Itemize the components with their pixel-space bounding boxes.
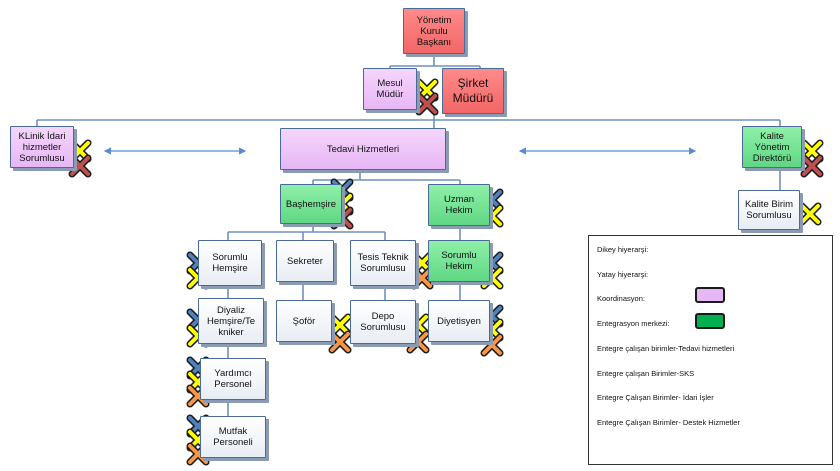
node-label-line: Diyaliz: [217, 304, 245, 316]
node-label-line: Müdürü: [452, 91, 494, 105]
node-label-line: Hekim: [445, 205, 473, 216]
node-label-line: Kalite Birim: [744, 199, 794, 210]
legend-koordinasyon-label: Koordinasyon:: [597, 294, 645, 303]
x-marker-sks: [328, 313, 352, 337]
node-label-line: Sekreter: [287, 255, 323, 267]
node-label-line: Müdür: [376, 89, 404, 100]
node-label-line: kniker: [218, 326, 244, 338]
node-label-line: Hekim: [445, 261, 473, 272]
node-label-line: Tesis Teknik: [357, 252, 409, 263]
node-label-line: Kalite: [760, 130, 784, 142]
node-diyetisyen: Diyetisyen: [428, 300, 490, 342]
node-label-line: Mutfak: [218, 426, 248, 437]
legend-idari-label: Entegre Çalışan Birimler- İdari İşler: [597, 393, 714, 402]
node-label-line: Mesul: [377, 78, 403, 89]
node-label-line: Hemşire/Te: [206, 315, 256, 327]
node-label-line: hizmetler: [22, 141, 62, 153]
x-marker-destek: [328, 330, 352, 354]
node-label-line: Sorumlu: [441, 250, 477, 261]
legend-tedavi-label: Entegre çalışan birimler-Tedavi hizmetle…: [597, 344, 735, 353]
node-label-line: Sorumlu: [212, 252, 248, 263]
legend-sks-label: Entegre çalışan Birimler-SKS: [597, 369, 695, 378]
node-label-line: Başkanı: [416, 36, 452, 48]
node-bashemsire: Başhemşire: [280, 184, 342, 224]
node-tedavi: Tedavi Hizmetleri: [280, 128, 446, 170]
x-marker-idari: [800, 154, 824, 178]
node-label-line: Yardımcı: [214, 368, 252, 379]
node-label-line: Sorumlusu: [19, 152, 65, 164]
x-marker-idari: [68, 154, 92, 178]
node-label-line: Başhemşire: [285, 198, 337, 210]
node-label-line: Personel: [214, 379, 252, 390]
legend-yatay-label: Yatay hiyerarşi:: [597, 270, 649, 279]
legend-entegrasyon-label: Entegrasyon merkezi:: [597, 319, 670, 328]
node-label-line: Diyetisyen: [437, 315, 481, 327]
node-label-line: Depo: [371, 311, 395, 322]
x-marker-destek: [410, 266, 434, 290]
node-label-line: KLinik İdari: [18, 130, 66, 142]
node-label-line: Sorumlusu: [360, 263, 406, 274]
x-marker-idari: [415, 92, 439, 116]
legend-destek-label: Entegre Çalışan Birimler- Destek Hizmetl…: [597, 418, 740, 427]
node-label-line: Sorumlusu: [360, 322, 406, 333]
node-label-line: Kurulu: [420, 25, 448, 37]
node-label-line: Şoför: [292, 315, 316, 327]
legend: Dikey hiyerarşi: Yatay hiyerarşi: Koordi…: [588, 235, 833, 465]
legend-entegrasyon-swatch: [695, 313, 725, 329]
node-label-line: Yönetim: [416, 14, 452, 26]
node-label-line: Direktörü: [752, 152, 792, 164]
node-label-line: Yönetim: [754, 141, 790, 153]
legend-koordinasyon-swatch: [695, 287, 725, 303]
node-label-line: Sorumlusu: [746, 210, 792, 221]
node-label-line: Uzman: [443, 194, 475, 205]
node-sekreter: Sekreter: [276, 240, 334, 282]
node-label-line: Şirket: [457, 76, 489, 90]
legend-dikey-label: Dikey hiyerarşi:: [597, 245, 649, 254]
node-label-line: Hemşire: [212, 263, 248, 274]
node-label-line: Personeli: [213, 437, 253, 448]
node-sofor: Şoför: [276, 300, 332, 342]
node-label-line: Tedavi Hizmetleri: [326, 143, 400, 155]
x-marker-sks: [798, 202, 822, 226]
